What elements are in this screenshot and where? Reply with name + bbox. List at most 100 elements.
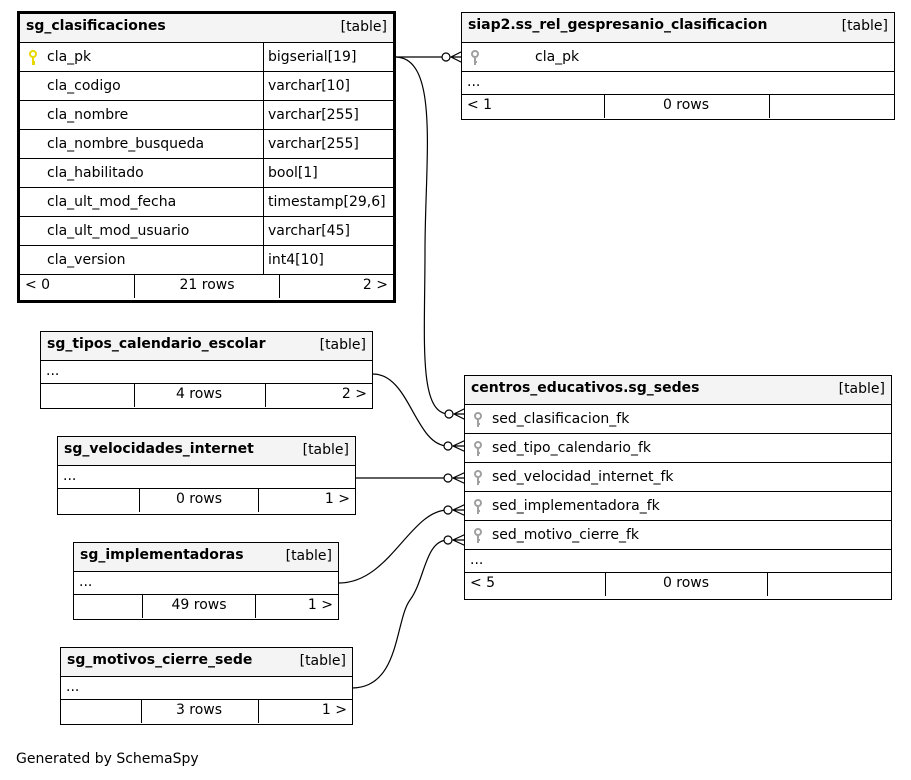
column-row[interactable]: cla_ult_mod_fecha timestamp[29,6] (20, 188, 393, 217)
table-header: sg_implementadoras [table] (74, 543, 338, 572)
table-name: sg_velocidades_internet (64, 441, 254, 457)
table-sg-clasificaciones[interactable]: sg_clasificaciones [table] cla_pk bigser… (17, 11, 396, 303)
column-type: bigserial[19] (268, 49, 357, 65)
table-name: sg_tipos_calendario_escolar (47, 336, 266, 352)
row-count: 3 rows (175, 702, 223, 718)
foreign-key-icon (474, 470, 482, 485)
table-name: centros_educativos.sg_sedes (471, 380, 700, 396)
table-name: sg_motivos_cierre_sede (67, 652, 253, 668)
table-ss-rel-gespresanio-clasificacion[interactable]: siap2.ss_rel_gespresanio_clasificacion [… (461, 12, 895, 120)
edge-tipos-calendario-to-sedes (372, 373, 449, 447)
edge-end-circle (443, 505, 453, 515)
table-header: sg_motivos_cierre_sede [table] (61, 648, 352, 677)
column-name: sed_clasificacion_fk (492, 411, 630, 427)
parents-count[interactable]: < 5 (470, 575, 496, 591)
column-name: cla_nombre (47, 107, 129, 123)
table-header: sg_clasificaciones [table] (20, 14, 393, 43)
row-count: 0 rows (662, 97, 710, 113)
column-name: cla_pk (535, 49, 580, 65)
crowfoot-arrow (451, 533, 467, 547)
column-type: varchar[10] (268, 78, 350, 94)
table-header: centros_educativos.sg_sedes [table] (465, 376, 891, 405)
edge-end-circle (443, 441, 453, 451)
edge-end-circle (443, 535, 453, 545)
column-type: varchar[45] (268, 223, 350, 239)
parents-count[interactable]: < 0 (25, 277, 51, 293)
table-type: [table] (299, 653, 346, 669)
more-columns: ... (61, 677, 352, 700)
table-header: siap2.ss_rel_gespresanio_clasificacion [… (462, 13, 894, 43)
table-footer: 0 rows 1 > (58, 489, 355, 512)
column-name: cla_nombre_busqueda (47, 136, 205, 152)
foreign-key-icon (474, 412, 482, 427)
table-type: [table] (285, 548, 332, 564)
more-columns: ... (462, 72, 894, 95)
row-count: 4 rows (175, 386, 223, 402)
parents-count[interactable]: < 1 (467, 97, 493, 113)
children-count[interactable]: 1 > (324, 491, 350, 507)
column-row[interactable]: cla_pk (462, 43, 894, 72)
column-row[interactable]: cla_ult_mod_usuario varchar[45] (20, 217, 393, 246)
column-name: sed_motivo_cierre_fk (492, 527, 640, 543)
edge-end-circle (441, 52, 451, 62)
column-name: cla_version (47, 252, 126, 268)
table-type: [table] (841, 18, 888, 34)
table-type: [table] (319, 337, 366, 353)
table-name: sg_implementadoras (80, 547, 244, 563)
column-name: cla_habilitado (47, 165, 144, 181)
foreign-key-icon (474, 441, 482, 456)
row-count: 0 rows (662, 575, 710, 591)
column-name: sed_tipo_calendario_fk (492, 440, 651, 456)
more-columns: ... (465, 550, 891, 573)
column-row[interactable]: sed_motivo_cierre_fk (465, 521, 891, 550)
column-row[interactable]: sed_velocidad_internet_fk (465, 463, 891, 492)
column-row[interactable]: sed_tipo_calendario_fk (465, 434, 891, 463)
table-sg-sedes[interactable]: centros_educativos.sg_sedes [table] sed_… (464, 375, 892, 600)
children-count[interactable]: 1 > (307, 597, 333, 613)
column-row[interactable]: sed_implementadora_fk (465, 492, 891, 521)
column-row[interactable]: cla_habilitado bool[1] (20, 159, 393, 188)
column-type: varchar[255] (268, 136, 359, 152)
table-name: sg_clasificaciones (26, 18, 166, 34)
column-row[interactable]: sed_clasificacion_fk (465, 405, 891, 434)
edge-clasificacion-to-sedes (394, 56, 450, 415)
table-type: [table] (302, 442, 349, 458)
foreign-key-icon (474, 528, 482, 543)
table-type: [table] (838, 381, 885, 397)
column-row[interactable]: cla_version int4[10] (20, 246, 393, 275)
column-name: cla_codigo (47, 78, 121, 94)
more-columns: ... (58, 466, 355, 489)
table-sg-implementadoras[interactable]: sg_implementadoras [table] ... 49 rows 1… (73, 542, 339, 620)
children-count[interactable]: 1 > (321, 702, 347, 718)
edge-end-circle (443, 473, 453, 483)
column-type: bool[1] (268, 165, 318, 181)
children-count[interactable]: 2 > (341, 386, 367, 402)
column-row[interactable]: cla_codigo varchar[10] (20, 72, 393, 101)
column-type: int4[10] (268, 252, 324, 268)
column-type: timestamp[29,6] (268, 194, 386, 210)
column-row[interactable]: cla_pk bigserial[19] (20, 43, 393, 72)
column-row[interactable]: cla_nombre_busqueda varchar[255] (20, 130, 393, 159)
table-footer: < 5 0 rows (465, 573, 891, 596)
row-count: 49 rows (171, 597, 227, 613)
column-row[interactable]: cla_nombre varchar[255] (20, 101, 393, 130)
crowfoot-arrow (451, 503, 467, 517)
column-type: varchar[255] (268, 107, 359, 123)
table-type: [table] (340, 19, 387, 35)
table-footer: < 1 0 rows (462, 95, 894, 118)
table-footer: 4 rows 2 > (41, 384, 372, 407)
column-name: cla_ult_mod_fecha (47, 194, 177, 210)
table-header: sg_velocidades_internet [table] (58, 437, 355, 466)
column-name: sed_implementadora_fk (492, 498, 660, 514)
foreign-key-icon (471, 50, 479, 65)
table-footer: 49 rows 1 > (74, 595, 338, 618)
table-sg-tipos-calendario-escolar[interactable]: sg_tipos_calendario_escolar [table] ... … (40, 331, 373, 409)
edge-motivos-cierre-to-sedes (351, 539, 449, 689)
primary-key-icon (29, 50, 37, 65)
foreign-key-icon (474, 499, 482, 514)
table-sg-velocidades-internet[interactable]: sg_velocidades_internet [table] ... 0 ro… (57, 436, 356, 515)
edge-end-circle (444, 409, 454, 419)
children-count[interactable]: 2 > (362, 277, 388, 293)
table-sg-motivos-cierre-sede[interactable]: sg_motivos_cierre_sede [table] ... 3 row… (60, 647, 353, 725)
